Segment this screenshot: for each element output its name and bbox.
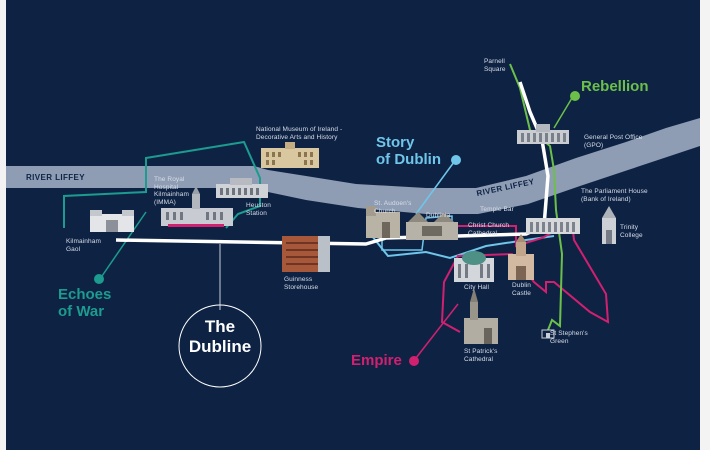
rebellion-dot <box>570 91 580 101</box>
guinness-storehouse-label: Guinness Storehouse <box>284 276 319 291</box>
echoes-of-war-route <box>63 140 261 229</box>
christ-church-label: Christ Church Cathedral <box>468 222 510 237</box>
kilmainham-gaol-building-icon <box>90 210 134 232</box>
echoes-of-war-dot <box>94 274 104 284</box>
city-hall-building-icon <box>454 251 494 282</box>
dublin-castle-building-icon <box>508 234 534 280</box>
st-audoens-label: St. Audoen's Church <box>374 200 412 215</box>
dubline-map: RIVER LIFFEY RIVER LIFFEY Rebellion Stor… <box>6 0 700 450</box>
trinity-college-label: Trinity College <box>620 224 643 239</box>
guinness-storehouse-building-icon <box>282 236 330 272</box>
parliament-house-building-icon <box>526 218 580 234</box>
story-of-dublin-connector <box>415 161 455 215</box>
trinity-college-building-icon <box>602 206 616 244</box>
echoes-of-war-connector <box>101 211 147 277</box>
gpo-building-icon <box>517 124 569 144</box>
museum-building-icon <box>261 142 319 168</box>
st-audoens-church-building-icon <box>366 206 400 238</box>
river-liffey-label-left: RIVER LIFFEY <box>26 173 86 182</box>
temple-bar-label: Temple Bar <box>480 206 514 213</box>
rebellion-connector <box>553 97 573 129</box>
royal-hospital-building-icon <box>161 186 233 227</box>
empire-dot <box>409 356 419 366</box>
st-patricks-cathedral-label: St Patrick's Cathedral <box>464 348 498 363</box>
dublinia-building-icon <box>406 212 458 240</box>
royal-hospital-label: The Royal Hospital Kilmainham (IMMA) <box>154 176 189 206</box>
heuston-station-building-icon <box>216 178 268 198</box>
echoes-of-war-trail-title: Echoes of War <box>58 286 112 320</box>
st-stephens-green-arch-icon <box>541 329 555 339</box>
gpo-label: General Post Office (GPO) <box>584 134 643 149</box>
heuston-station-label: Heuston Station <box>246 202 271 217</box>
parliament-house-label: The Parliament House (Bank of Ireland) <box>581 188 648 203</box>
dublinia-label: Dublinia <box>426 212 451 219</box>
city-hall-label: City Hall <box>464 284 490 291</box>
rebellion-trail-title: Rebellion <box>581 78 649 95</box>
rebellion-route <box>509 63 564 331</box>
st-stephens-green-label: St Stephen's Green <box>550 330 588 345</box>
story-of-dublin-dot <box>451 155 461 165</box>
empire-trail-title: Empire <box>351 352 402 369</box>
empire-connector <box>415 303 459 359</box>
kilmainham-gaol-label: Kilmainham Gaol <box>66 238 101 253</box>
museum-label: National Museum of Ireland - Decorative … <box>256 126 343 141</box>
story-of-dublin-trail-title: Story of Dublin <box>376 134 441 168</box>
parnell-square-label: Parnell Square <box>484 58 506 73</box>
dubline-circle <box>178 304 262 388</box>
st-patricks-cathedral-building-icon <box>464 288 498 344</box>
story-of-dublin-route <box>371 235 555 260</box>
river-liffey <box>6 118 700 214</box>
map-graphics <box>6 63 700 388</box>
dublin-castle-label: Dublin Castle <box>512 282 532 297</box>
dubline-trail-title: The Dubline <box>188 317 252 356</box>
